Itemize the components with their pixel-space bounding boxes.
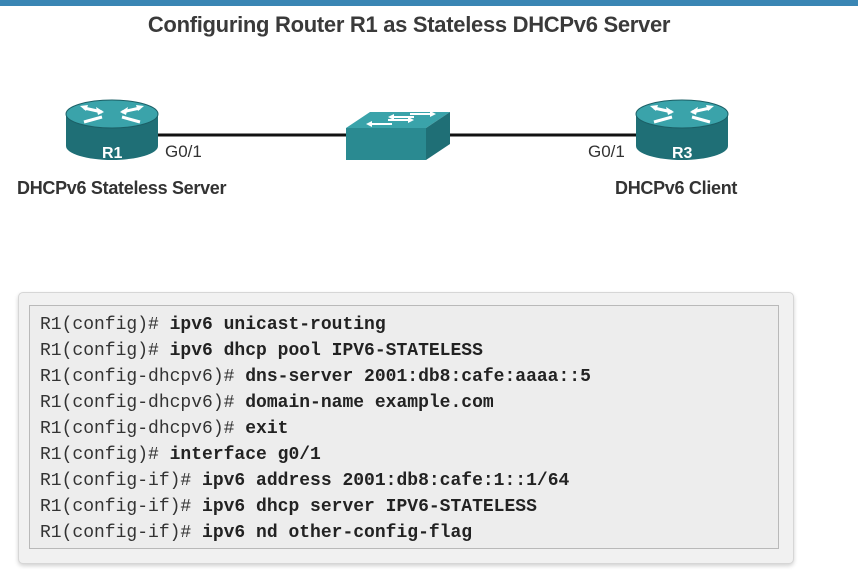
r3-port-label: G0/1 (588, 142, 625, 161)
router-r3-label: R3 (672, 145, 693, 162)
cli-line: R1(config)# ipv6 dhcp pool IPV6-STATELES… (40, 338, 591, 364)
cli-line: R1(config-if)# ipv6 address 2001:db8:caf… (40, 468, 591, 494)
cli-prompt: R1(config)# (40, 445, 170, 465)
cli-command: interface g0/1 (169, 445, 321, 465)
r3-caption: DHCPv6 Client (615, 178, 738, 198)
router-r1-icon[interactable] (65, 99, 159, 160)
r1-caption: DHCPv6 Stateless Server (17, 178, 227, 198)
cli-command: dns-server 2001:db8:cafe:aaaa::5 (245, 367, 591, 387)
r1-port-label: G0/1 (165, 142, 202, 161)
cli-line: R1(config-if)# ipv6 dhcp server IPV6-STA… (40, 494, 591, 520)
cli-command: ipv6 nd other-config-flag (202, 523, 473, 543)
cli-line: R1(config)# ipv6 unicast-routing (40, 312, 591, 338)
cli-command: ipv6 dhcp pool IPV6-STATELESS (169, 341, 483, 361)
cli-line: R1(config-dhcpv6)# dns-server 2001:db8:c… (40, 364, 591, 390)
cli-line: R1(config-if)# ipv6 nd other-config-flag (40, 520, 591, 546)
cli-command: domain-name example.com (245, 393, 494, 413)
cli-prompt: R1(config-dhcpv6)# (40, 367, 246, 387)
cli-prompt: R1(config)# (40, 341, 170, 361)
cli-command: ipv6 dhcp server IPV6-STATELESS (202, 497, 537, 517)
cli-prompt: R1(config-if)# (40, 471, 203, 491)
cli-prompt: R1(config-if)# (40, 497, 203, 517)
cli-command: ipv6 address 2001:db8:cafe:1::1/64 (202, 471, 570, 491)
router-r3-icon[interactable] (635, 99, 729, 160)
page-title: Configuring Router R1 as Stateless DHCPv… (147, 12, 671, 37)
router-r1-label: R1 (102, 145, 123, 162)
cli-line: R1(config-dhcpv6)# exit (40, 416, 591, 442)
cli-command: exit (245, 419, 289, 439)
switch-icon[interactable] (346, 111, 450, 160)
cli-prompt: R1(config-if)# (40, 523, 203, 543)
top-accent-bar (0, 0, 858, 6)
cli-prompt: R1(config-dhcpv6)# (40, 419, 246, 439)
cli-command: ipv6 unicast-routing (169, 315, 386, 335)
network-topology: R1 R3 G0/1 G0/1 DHCPv6 Stateless Server … (0, 90, 858, 210)
cli-prompt: R1(config-dhcpv6)# (40, 393, 246, 413)
cli-prompt: R1(config)# (40, 315, 170, 335)
cli-line: R1(config)# interface g0/1 (40, 442, 591, 468)
cli-line: R1(config-dhcpv6)# domain-name example.c… (40, 390, 591, 416)
